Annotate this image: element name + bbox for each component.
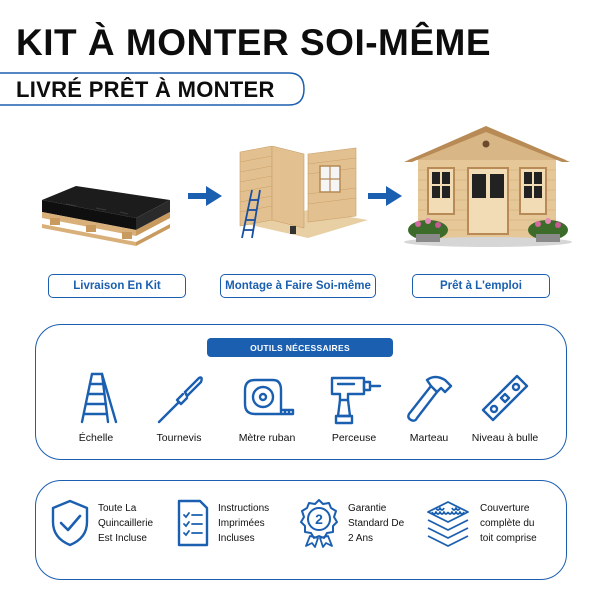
tool-label: Tournevis <box>156 432 202 444</box>
step-label-ready: Prêt à L'emploi <box>412 274 550 298</box>
arrow-right-icon <box>368 186 402 206</box>
page-subtitle: LIVRÉ PRÊT À MONTER <box>16 77 275 102</box>
tools-title: OUTILS NÉCESSAIRES <box>207 338 393 357</box>
tape-measure-icon <box>243 378 295 416</box>
warranty-number: 2 <box>315 511 323 527</box>
document-checklist-icon <box>177 499 209 547</box>
step-label-assembly: Montage à Faire Soi-même <box>220 274 376 298</box>
tool-label: Échelle <box>78 432 114 444</box>
feature-hardware: Toute La Quincaillerie Est Incluse <box>50 498 178 548</box>
feature-roof: Couverture complète du toit comprise <box>424 498 560 548</box>
tool-screwdriver: Tournevis <box>131 370 227 444</box>
feature-text: Couverture complète du toit comprise <box>480 502 537 544</box>
tool-label: Mètre ruban <box>238 432 296 444</box>
subtitle-banner: LIVRÉ PRÊT À MONTER <box>0 72 306 106</box>
pallet-kit-image <box>36 178 176 253</box>
warranty-badge-icon: 2 <box>300 499 338 548</box>
assembly-image <box>228 145 378 251</box>
tool-spirit-level: Niveau à bulle <box>457 370 553 444</box>
feature-text: Toute La Quincaillerie Est Incluse <box>98 502 154 544</box>
arrow-right-icon <box>188 186 222 206</box>
tool-label: Niveau à bulle <box>471 432 539 444</box>
tool-tape-measure: Mètre ruban <box>219 370 315 444</box>
tools-panel <box>35 324 567 460</box>
tool-label: Perceuse <box>331 432 377 444</box>
spirit-level-icon <box>481 374 529 422</box>
tool-drill: Perceuse <box>306 370 402 444</box>
roof-shingles-icon <box>427 501 469 547</box>
screwdriver-icon <box>157 376 203 424</box>
step-label-delivery: Livraison En Kit <box>48 274 186 298</box>
tool-ladder: Échelle <box>48 370 144 444</box>
subtitle-banner-outline <box>0 72 305 106</box>
drill-icon <box>330 376 382 425</box>
features-panel <box>35 480 567 580</box>
feature-text: Garantie Standard De 2 Ans <box>348 502 405 544</box>
feature-warranty: 2 Garantie Standard De 2 Ans <box>298 498 428 548</box>
hammer-icon <box>407 375 453 422</box>
feature-instructions: Instructions Imprimées Incluses <box>176 498 298 548</box>
feature-text: Instructions Imprimées Incluses <box>218 502 270 544</box>
finished-cabin-image <box>402 126 588 255</box>
ladder-icon <box>80 372 118 424</box>
tool-label: Marteau <box>409 432 449 444</box>
tool-hammer: Marteau <box>381 370 477 444</box>
shield-check-icon <box>51 499 89 547</box>
page-title: KIT À MONTER SOI-MÊME <box>16 22 492 63</box>
